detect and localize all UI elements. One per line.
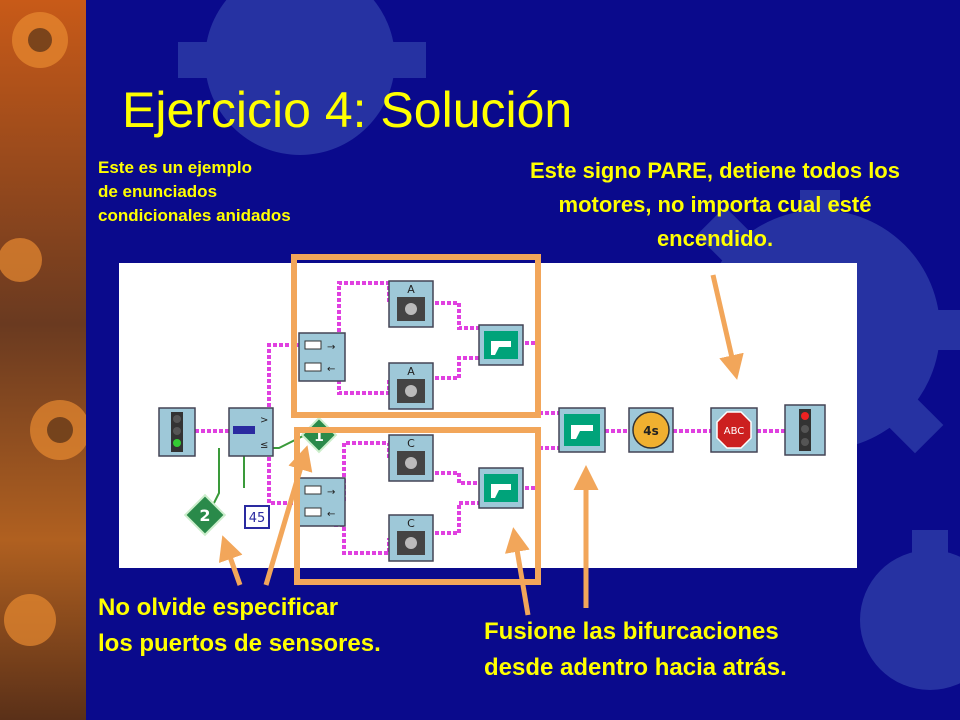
sensor-value: 45 [244,505,270,529]
motor-c-forward-block: C [388,434,434,482]
motor-a-forward-block: A [388,280,434,328]
gear-icon [860,530,960,690]
merge-block-upper [478,324,524,366]
svg-text:4s: 4s [643,424,659,438]
stop-sign-note: Este signo PARE, detiene todos los motor… [530,158,900,251]
sensor-fork-block: > ≤ [228,407,274,457]
svg-text:←: ← [327,509,335,520]
merge-block-outer [558,407,606,453]
slide-title: Ejercicio 4: Solución [122,82,573,138]
svg-text:→: → [327,487,335,498]
svg-text:←: ← [327,364,335,375]
svg-text:>: > [260,415,268,426]
svg-text:≤: ≤ [260,440,268,451]
stop-sign-icon: ABC [710,407,758,453]
lower-fork-block: → ← [298,477,346,527]
gear-icon [178,0,426,155]
end-traffic-light-icon [784,404,826,456]
motor-a-reverse-block: A [388,362,434,410]
program-diagram: > ≤ 2 45 1 → [119,263,857,568]
svg-text:→: → [327,342,335,353]
program-svg: > ≤ 2 45 1 → [158,280,826,562]
svg-text:ABC: ABC [724,426,745,437]
sensor-ports-note: No olvide especificar los puertos de sen… [98,594,381,657]
sensor-port-1-icon: 1 [300,416,338,454]
start-traffic-light-icon [158,407,196,457]
upper-fork-block: → ← [298,332,346,382]
svg-text:2: 2 [199,506,210,525]
sensor-port-2-icon: 2 [183,493,227,537]
left-decoration [0,0,86,720]
wait-timer-icon: 4s [628,407,674,453]
merge-forks-note: Fusione las bifurcaciones desde adentro … [484,618,787,681]
motor-c-reverse-block: C [388,514,434,562]
wires [195,281,785,555]
svg-text:A: A [407,365,415,378]
nested-conditionals-note: Este es un ejemplo de enunciados condici… [98,158,291,225]
svg-text:C: C [407,517,415,530]
svg-text:C: C [407,437,415,450]
svg-text:1: 1 [314,429,324,445]
merge-block-lower [478,467,524,509]
svg-text:A: A [407,283,415,296]
svg-text:45: 45 [249,511,266,526]
